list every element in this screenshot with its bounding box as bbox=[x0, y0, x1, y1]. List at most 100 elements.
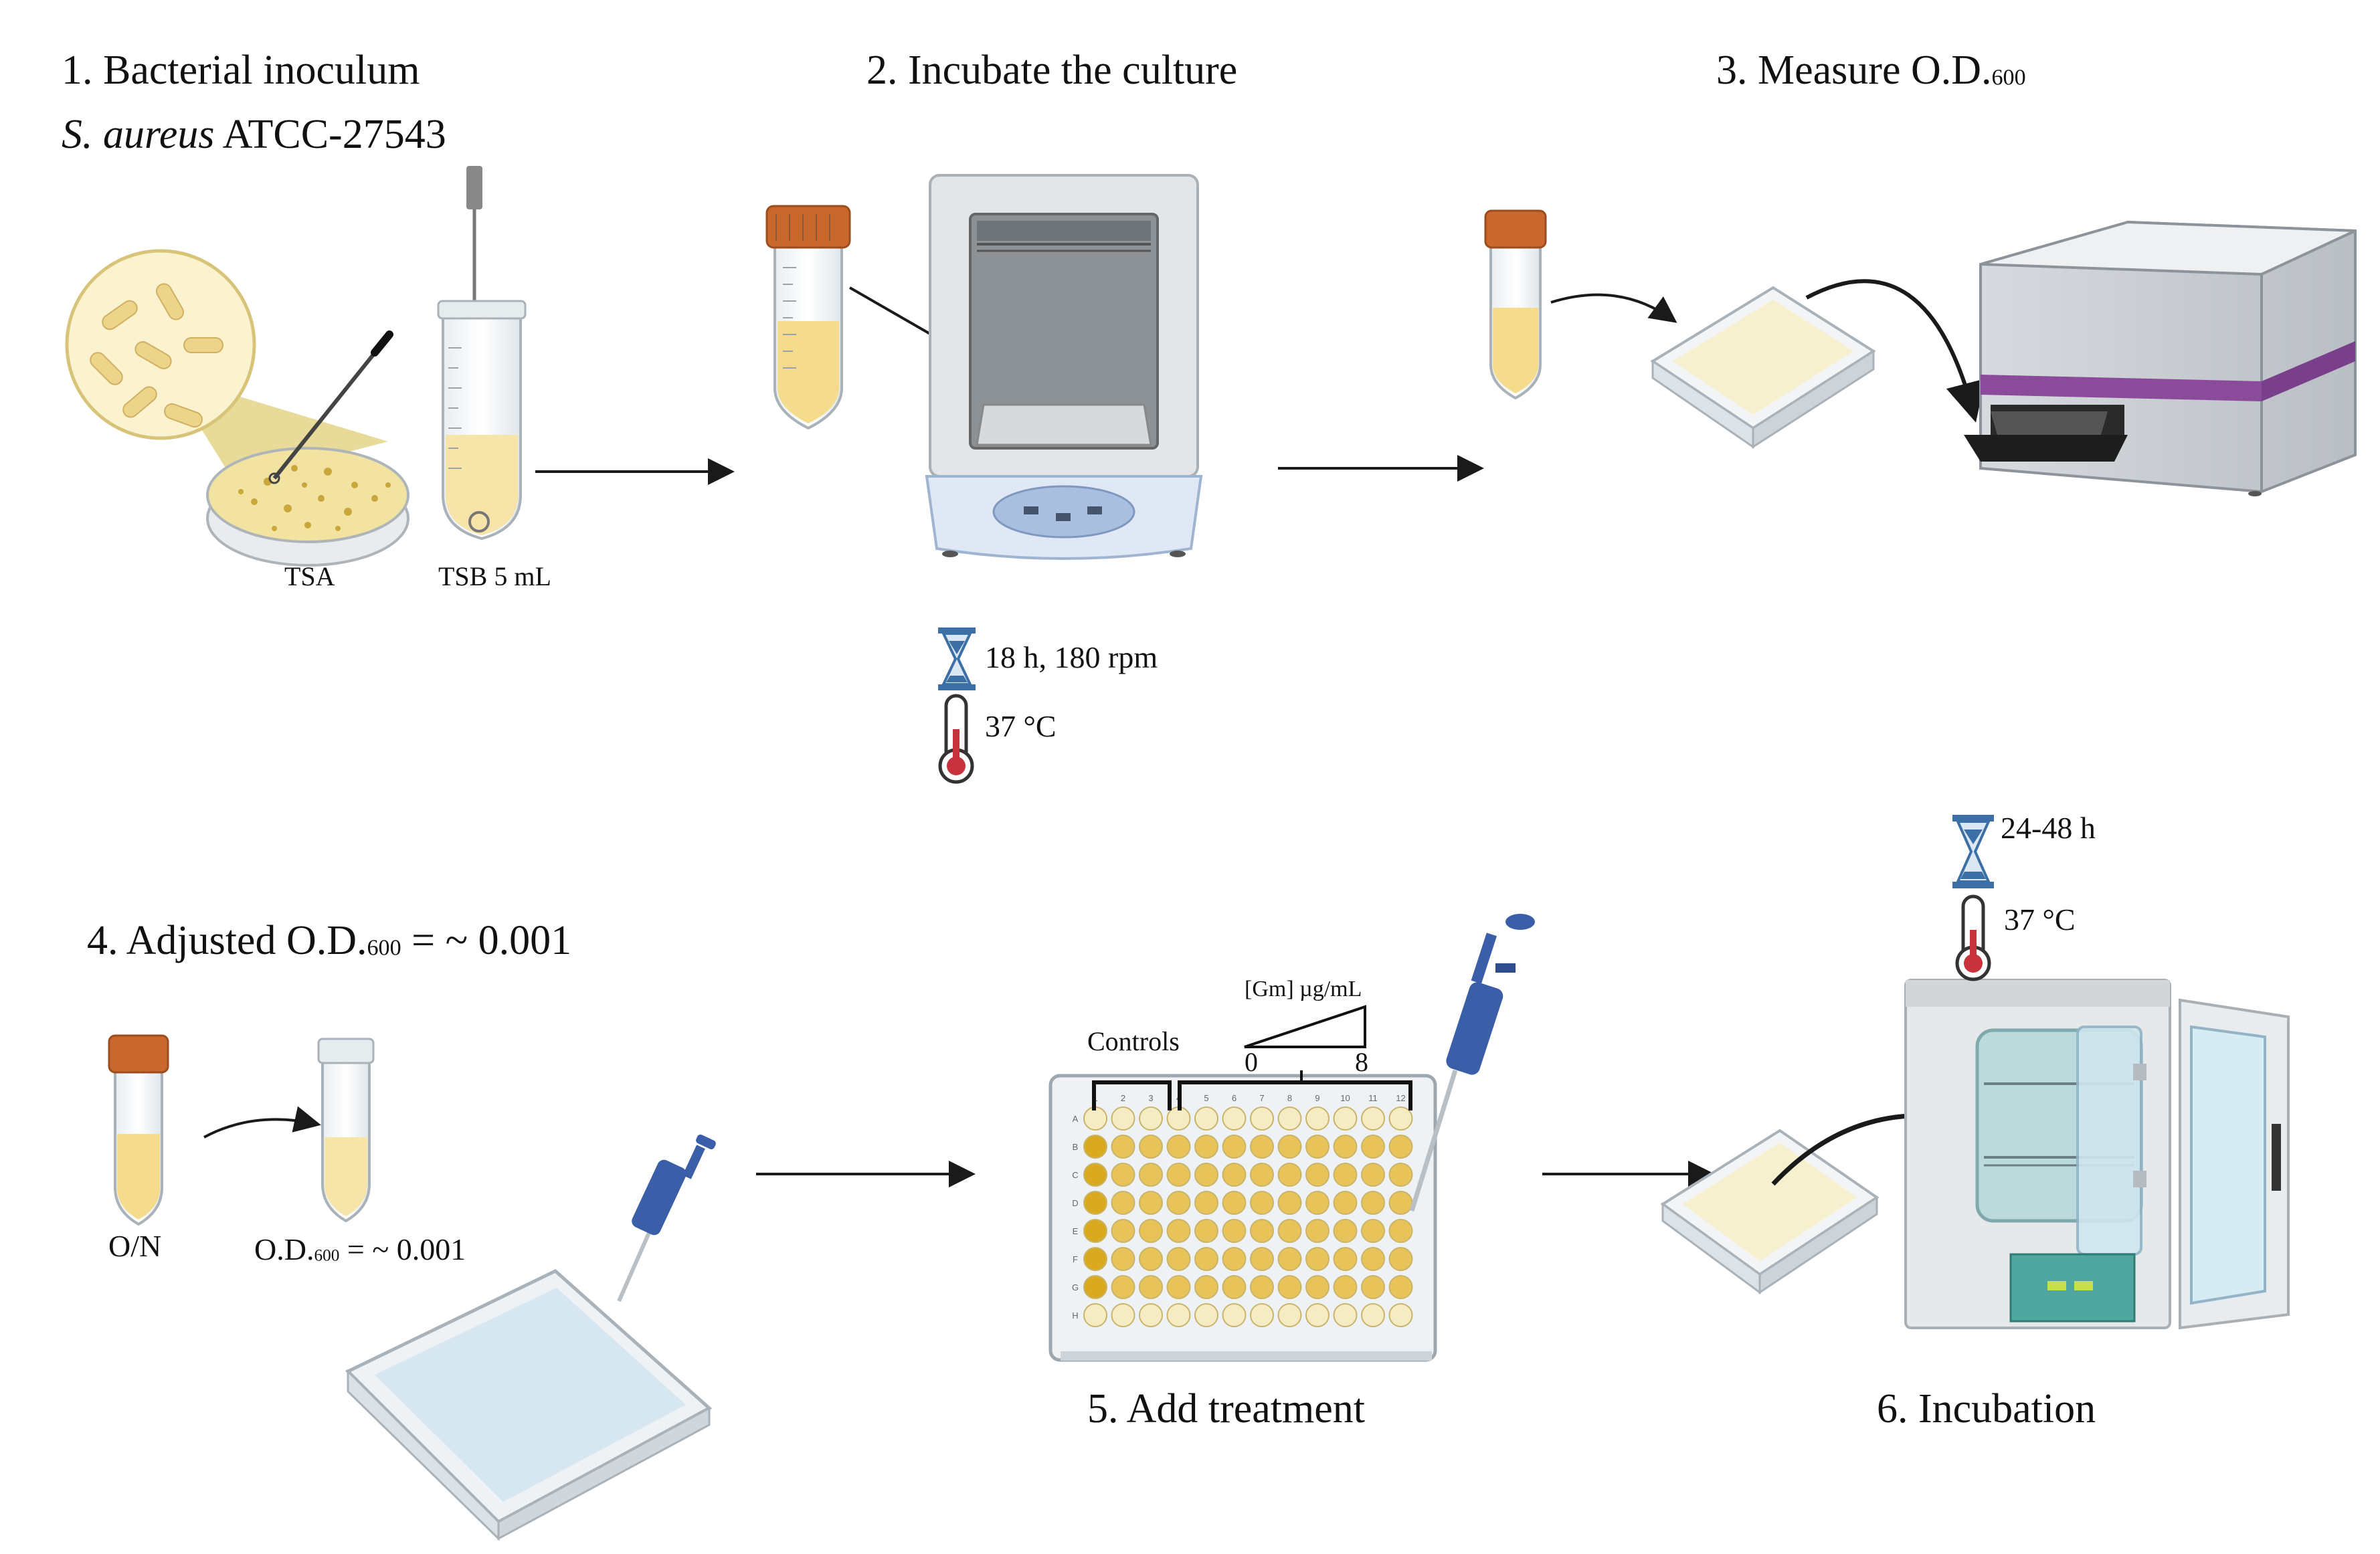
plate-col-label: 10 bbox=[1340, 1093, 1350, 1103]
plate-well bbox=[1194, 1163, 1218, 1187]
plate-well bbox=[1250, 1135, 1274, 1159]
organism-name: S. aureus bbox=[62, 112, 215, 157]
step4-title-subscript: 600 bbox=[367, 935, 401, 961]
falcon-tube-icon bbox=[108, 1034, 169, 1226]
plate-well bbox=[1166, 1163, 1191, 1187]
thermometer-icon bbox=[1955, 894, 1991, 981]
step4-title-value: = ~ 0.001 bbox=[401, 918, 572, 963]
hourglass-icon bbox=[938, 627, 976, 690]
adjusted-od-label: O.D.600 = ~ 0.001 bbox=[254, 1234, 466, 1265]
arrow-icon bbox=[203, 1106, 321, 1139]
plate-well bbox=[1166, 1106, 1191, 1131]
plate-well bbox=[1222, 1163, 1247, 1187]
plate-row-label: A bbox=[1073, 1114, 1079, 1124]
plate-well bbox=[1305, 1135, 1330, 1159]
plate-well bbox=[1333, 1247, 1358, 1271]
plate-well bbox=[1083, 1219, 1107, 1243]
petri-dish-icon bbox=[206, 447, 409, 567]
plate-row-label: D bbox=[1072, 1198, 1078, 1208]
plate-well bbox=[1277, 1135, 1302, 1159]
step3-title-subscript: 600 bbox=[1991, 65, 2026, 90]
plate-well bbox=[1194, 1106, 1218, 1131]
plate-well bbox=[1111, 1303, 1135, 1327]
plate-well bbox=[1361, 1219, 1385, 1243]
adjusted-od-text: O.D. bbox=[254, 1232, 314, 1266]
plate-well bbox=[1388, 1135, 1413, 1159]
plate-well bbox=[1361, 1303, 1385, 1327]
arrow-icon bbox=[1805, 279, 1985, 423]
step3-title-text: 3. Measure O.D. bbox=[1716, 47, 1992, 93]
plate-well bbox=[1083, 1247, 1107, 1271]
plate-well bbox=[1111, 1247, 1135, 1271]
plate-well bbox=[1111, 1135, 1135, 1159]
multichannel-pipette-icon bbox=[1409, 914, 1535, 1212]
plate-well bbox=[1277, 1219, 1302, 1243]
gradient-label: [Gm] µg/mL bbox=[1245, 977, 1362, 1001]
plate-well bbox=[1222, 1247, 1247, 1271]
plate-well bbox=[1361, 1247, 1385, 1271]
plate-well bbox=[1222, 1219, 1247, 1243]
plate-well bbox=[1305, 1303, 1330, 1327]
plate-col-label: 2 bbox=[1121, 1093, 1125, 1103]
gradient-max: 8 bbox=[1355, 1047, 1368, 1077]
thermometer-icon bbox=[938, 694, 974, 784]
well-plate-icon bbox=[1650, 286, 1876, 449]
plate-well bbox=[1166, 1219, 1191, 1243]
plate-well bbox=[1166, 1247, 1191, 1271]
plate-row-label: E bbox=[1073, 1226, 1079, 1236]
plate-well bbox=[1305, 1219, 1330, 1243]
plate-well bbox=[1111, 1275, 1135, 1299]
plate-well bbox=[1277, 1275, 1302, 1299]
falcon-tube-icon bbox=[317, 1038, 375, 1223]
plate-label: TSA bbox=[284, 561, 335, 591]
plate-well bbox=[1111, 1191, 1135, 1215]
plate-well bbox=[1139, 1275, 1163, 1299]
plate-well bbox=[1083, 1275, 1107, 1299]
plate-well bbox=[1222, 1106, 1247, 1131]
inoculating-loop-icon bbox=[268, 330, 393, 484]
step4-title-text: 4. Adjusted O.D. bbox=[87, 918, 367, 963]
plate-well bbox=[1222, 1275, 1247, 1299]
plate-col-label: 8 bbox=[1287, 1093, 1292, 1103]
plate-well bbox=[1361, 1191, 1385, 1215]
plate-col-label: 11 bbox=[1368, 1093, 1378, 1103]
falcon-tube-icon bbox=[765, 205, 851, 430]
falcon-tube-icon bbox=[1484, 209, 1547, 400]
temperature-label: 37 °C bbox=[985, 709, 1057, 743]
plate-well bbox=[1250, 1219, 1274, 1243]
plate-well bbox=[1139, 1303, 1163, 1327]
controls-label: Controls bbox=[1087, 1026, 1180, 1056]
plate-row-label: B bbox=[1073, 1142, 1079, 1152]
plate-well bbox=[1333, 1191, 1358, 1215]
gradient-min: 0 bbox=[1245, 1047, 1258, 1077]
plate-well bbox=[1166, 1275, 1191, 1299]
step3-title: 3. Measure O.D.600 bbox=[1716, 50, 2026, 91]
adjusted-od-value: = ~ 0.001 bbox=[339, 1232, 466, 1266]
adjusted-od-subscript: 600 bbox=[314, 1246, 340, 1265]
tube-label: TSB 5 mL bbox=[438, 561, 551, 591]
plate-well bbox=[1194, 1135, 1218, 1159]
plate-well bbox=[1277, 1247, 1302, 1271]
overnight-label: O/N bbox=[108, 1229, 162, 1263]
plate-well bbox=[1361, 1135, 1385, 1159]
plate-well bbox=[1194, 1275, 1218, 1299]
plate-well bbox=[1083, 1191, 1107, 1215]
plate-well bbox=[1111, 1163, 1135, 1187]
plate-well bbox=[1083, 1135, 1107, 1159]
plate-well bbox=[1333, 1163, 1358, 1187]
plate-well bbox=[1277, 1106, 1302, 1131]
plate-well bbox=[1388, 1219, 1413, 1243]
plate-well bbox=[1333, 1303, 1358, 1327]
plate-col-label: 3 bbox=[1148, 1093, 1153, 1103]
plate-well bbox=[1139, 1219, 1163, 1243]
plate-col-label: 5 bbox=[1204, 1093, 1208, 1103]
plate-well bbox=[1166, 1135, 1191, 1159]
incubation-temperature-label: 37 °C bbox=[2004, 902, 2076, 937]
plate-well bbox=[1305, 1106, 1330, 1131]
plate-well bbox=[1250, 1191, 1274, 1215]
plate-well bbox=[1166, 1303, 1191, 1327]
well-plate-icon bbox=[1660, 1129, 1880, 1294]
well-plate-icon bbox=[345, 1269, 713, 1541]
plate-well bbox=[1111, 1106, 1135, 1131]
